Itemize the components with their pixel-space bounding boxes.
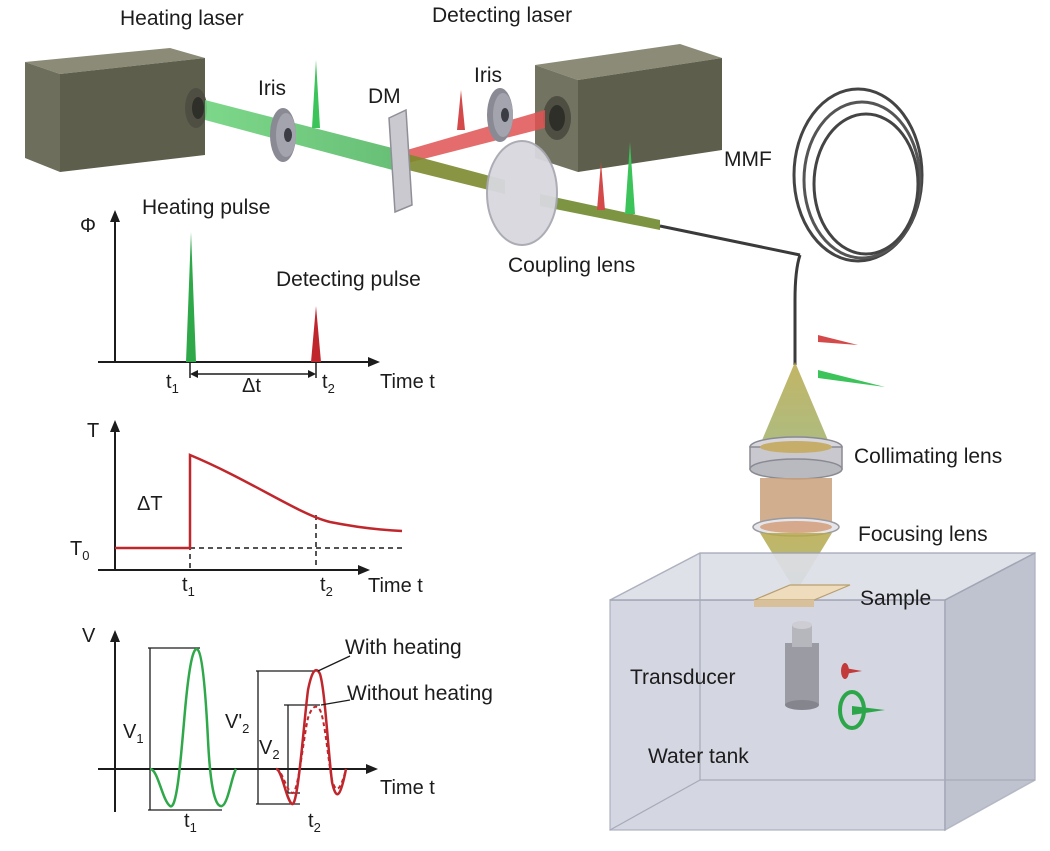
heating-pulse-label: Heating pulse <box>142 196 270 219</box>
combined-beam <box>400 152 660 230</box>
plot2-ylabel: T <box>87 420 99 442</box>
focusing-lens-label: Focusing lens <box>858 523 988 546</box>
plot-fluence: Φ Heating pulse Detecting pulse t1 t2 Δt… <box>80 196 435 397</box>
coupling-lens <box>486 140 558 246</box>
plot3-t1: t1 <box>184 810 197 835</box>
plot2-t2: t2 <box>320 574 333 599</box>
plot3-v1: V1 <box>123 721 144 746</box>
plot1-xlabel: Time t <box>380 371 435 393</box>
dm-label: DM <box>368 85 401 108</box>
plot1-ylabel: Φ <box>80 215 96 237</box>
without-heating-label: Without heating <box>347 682 493 705</box>
pulse-spike-green-mid <box>625 142 635 214</box>
temperature-curve <box>115 453 403 550</box>
coupling-lens-label: Coupling lens <box>508 254 635 277</box>
with-heating-waveform <box>275 669 348 806</box>
heating-signal-waveform <box>149 647 238 808</box>
detecting-laser-label: Detecting laser <box>432 4 572 27</box>
plot3-t2: t2 <box>308 810 321 835</box>
mmf-label: MMF <box>724 148 772 171</box>
light-cone-top <box>760 362 830 445</box>
plot2-t0: T0 <box>70 538 89 563</box>
pulse-spike-red-top <box>457 90 465 130</box>
water-tank <box>609 551 1036 832</box>
iris-left-label: Iris <box>258 77 286 100</box>
plot2-t1: t1 <box>182 574 195 599</box>
plot2-xlabel: Time t <box>368 575 423 597</box>
pulse-spike-red-mid <box>597 162 605 210</box>
plot3-ylabel: V <box>82 625 96 647</box>
transducer <box>785 621 819 710</box>
pulse-spike-green-top <box>312 60 320 128</box>
plot1-t1: t1 <box>166 371 179 396</box>
plot3-xlabel: Time t <box>380 777 435 799</box>
iris-right-label: Iris <box>474 64 502 87</box>
sample-label: Sample <box>860 587 931 610</box>
iris-right <box>487 88 513 142</box>
collimating-lens <box>749 436 843 480</box>
sample <box>753 584 851 607</box>
iris-left <box>270 108 296 162</box>
plot-voltage: V V1 V'2 V2 With heating Without heating… <box>82 625 493 835</box>
water-tank-label: Water tank <box>648 745 749 768</box>
plot1-t2: t2 <box>322 371 335 396</box>
without-heating-waveform <box>275 705 347 795</box>
green-beam <box>205 100 400 172</box>
detecting-laser <box>535 44 722 172</box>
focusing-lens <box>752 517 840 537</box>
detecting-pulse-peak <box>311 306 321 362</box>
heating-pulse-peak <box>186 232 196 362</box>
plot2-dT: ΔT <box>137 493 163 515</box>
acoustic-pulse-green <box>838 690 885 730</box>
dichroic-mirror <box>388 108 413 214</box>
plot3-v2: V2 <box>259 737 280 762</box>
multimode-fiber <box>659 87 924 365</box>
transducer-label: Transducer <box>630 666 735 689</box>
heating-laser <box>25 48 207 172</box>
heating-laser-label: Heating laser <box>120 7 244 30</box>
detecting-pulse-label: Detecting pulse <box>276 268 421 291</box>
pulse-spike-red-right <box>818 335 858 345</box>
with-heating-label: With heating <box>345 636 462 659</box>
acoustic-pulse-red <box>841 663 862 679</box>
plot1-dt: Δt <box>242 375 261 397</box>
collimating-lens-label: Collimating lens <box>854 445 1002 468</box>
pulse-spike-green-right <box>818 370 885 387</box>
plot-temperature: T T0 ΔT t1 t2 Time t <box>70 420 423 599</box>
plot3-v2prime: V'2 <box>225 711 249 736</box>
